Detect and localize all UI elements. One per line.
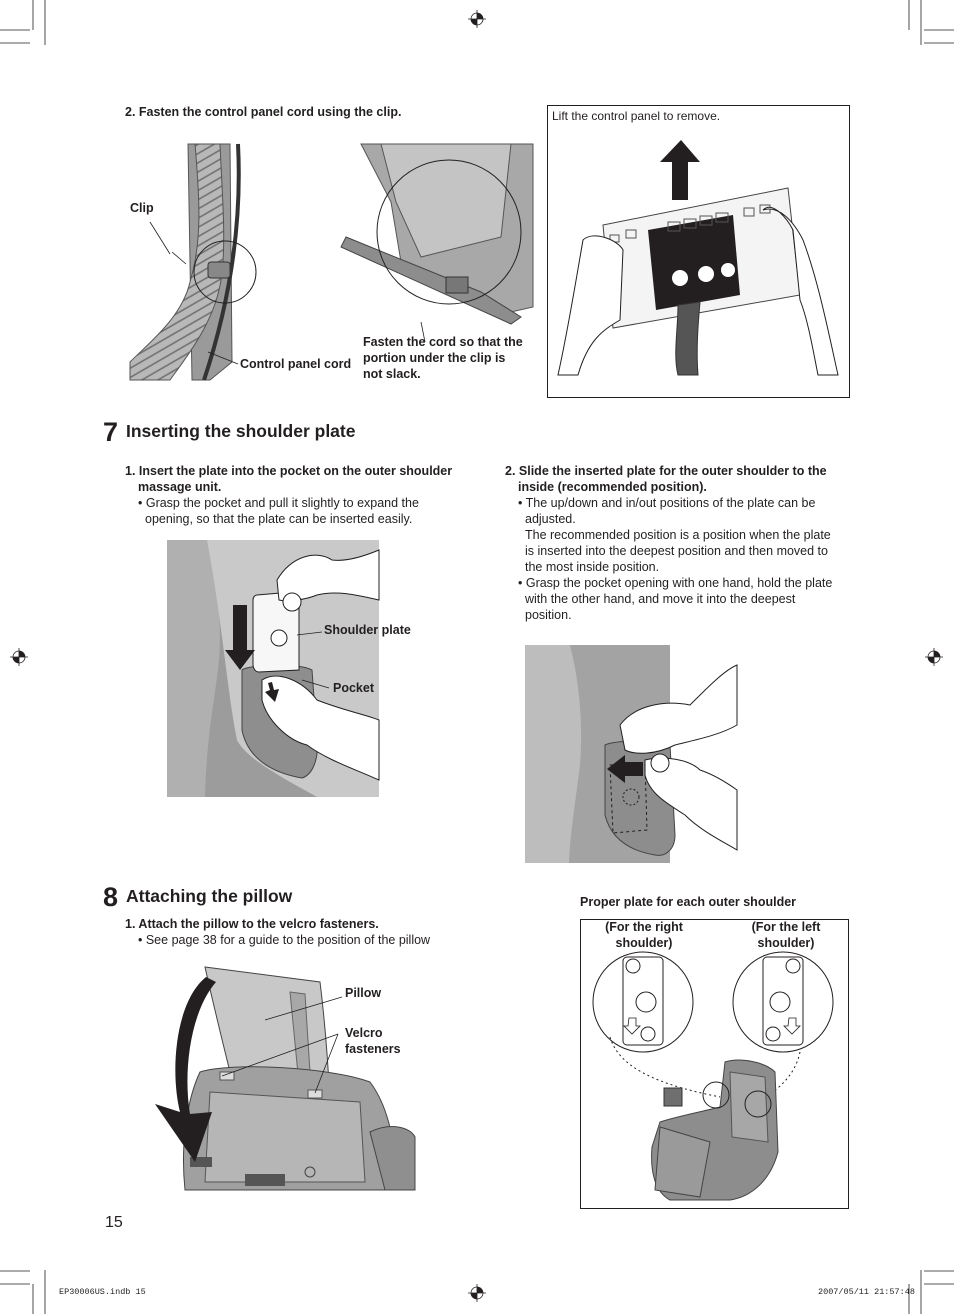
left-shoulder-caption: (For the left shoulder): [751, 920, 821, 950]
label-fasten-cord: Fasten the cord so that the portion unde…: [363, 335, 523, 381]
label-velcro-fasteners: Velcro fasteners: [345, 1026, 401, 1056]
label-clip: Clip: [130, 201, 154, 215]
clip-illustration: [129, 143, 257, 381]
proper-plate-illustration: [592, 951, 834, 1201]
footer-file: EP30006US.indb 15: [59, 1287, 146, 1297]
right-shoulder-caption: (For the right shoulder): [605, 920, 683, 950]
slide-plate-illustration: [525, 645, 738, 863]
label-pocket: Pocket: [333, 681, 374, 695]
label-pillow: Pillow: [345, 986, 382, 1000]
chair-base-illustration: [340, 143, 534, 343]
lift-panel-box: [547, 105, 850, 398]
section-7-step2: 2. Slide the inserted plate for the oute…: [505, 464, 833, 622]
proper-plate-box: [580, 919, 849, 1209]
label-shoulder-plate: Shoulder plate: [324, 623, 411, 637]
section-8-title: Attaching the pillow: [126, 886, 293, 906]
proper-plate-title: Proper plate for each outer shoulder: [580, 895, 797, 909]
section-8-number: 8: [103, 882, 118, 912]
lift-panel-illustration: [557, 140, 839, 376]
step-fasten-cord: 2. Fasten the control panel cord using t…: [125, 105, 402, 119]
section-7-title: Inserting the shoulder plate: [126, 421, 356, 441]
page-number: 15: [105, 1214, 123, 1231]
insert-plate-illustration: [167, 540, 380, 797]
section-7-step1: 1. Insert the plate into the pocket on t…: [125, 464, 453, 526]
pillow-illustration: [155, 966, 416, 1191]
section-8-step1: 1. Attach the pillow to the velcro faste…: [125, 917, 431, 947]
lift-panel-caption: Lift the control panel to remove.: [552, 109, 721, 123]
label-control-panel-cord: Control panel cord: [240, 357, 352, 371]
footer-datetime: 2007/05/11 21:57:48: [818, 1287, 915, 1297]
section-7-number: 7: [103, 417, 118, 447]
